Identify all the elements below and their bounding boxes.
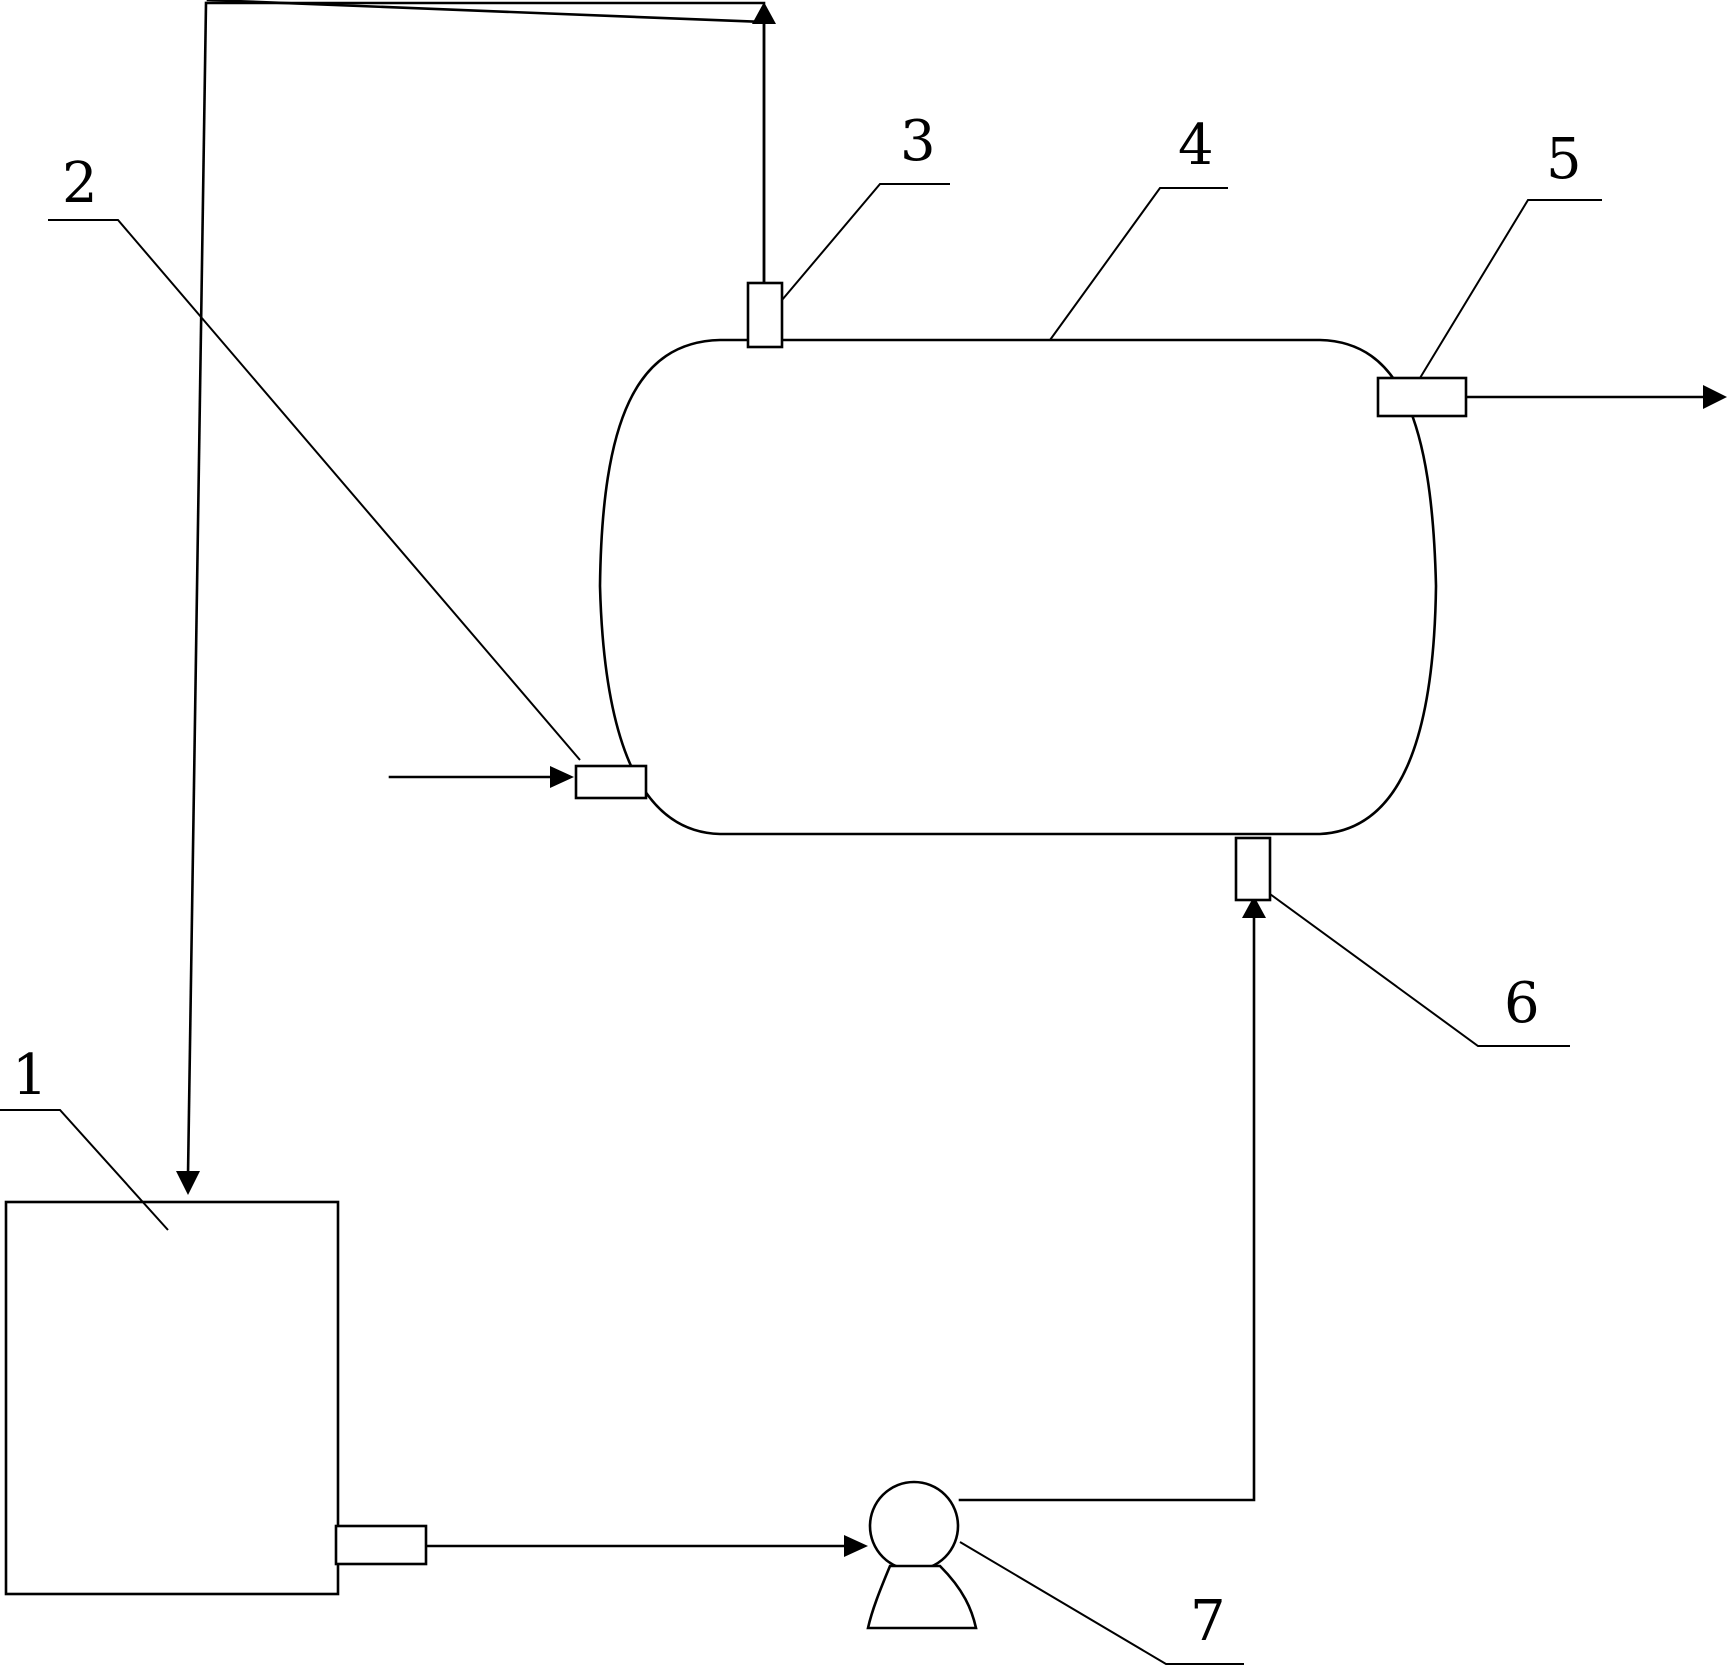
pump-casing xyxy=(868,1480,960,1572)
tank-outlet-nozzle xyxy=(334,1524,428,1566)
port-3-top-nozzle xyxy=(746,281,784,349)
port-2-inlet-nozzle xyxy=(574,764,648,800)
port-6-bottom-nozzle xyxy=(1234,836,1272,902)
arrowhead-up-port6 xyxy=(1242,896,1266,918)
label-5: 5 xyxy=(1546,127,1582,192)
leader-line-3 xyxy=(781,183,950,301)
leader-line-7 xyxy=(959,1541,1244,1665)
pressure-vessel xyxy=(598,338,1438,836)
arrowhead-pump-in xyxy=(844,1535,868,1557)
label-7: 7 xyxy=(1190,1589,1226,1654)
label-2: 2 xyxy=(62,151,98,216)
leader-line-1 xyxy=(0,1109,169,1231)
leader-line-5 xyxy=(1419,199,1602,379)
label-6: 6 xyxy=(1504,971,1540,1036)
leader-line-4 xyxy=(1049,187,1228,341)
label-4: 4 xyxy=(1178,113,1214,178)
label-1: 1 xyxy=(12,1043,48,1108)
top-return-pipe xyxy=(206,0,766,285)
arrowhead-up-top xyxy=(752,2,776,24)
port-5-outlet-nozzle xyxy=(1376,376,1468,418)
storage-tank xyxy=(4,1200,340,1596)
arrowhead-inlet xyxy=(550,766,574,788)
arrowhead-outlet xyxy=(1703,385,1727,409)
arrowhead-down-tank xyxy=(176,1171,200,1195)
label-3: 3 xyxy=(900,109,936,174)
pump-to-vessel-pipe xyxy=(958,912,1256,1502)
pump-base xyxy=(866,1564,978,1630)
leader-line-2 xyxy=(48,219,581,761)
left-downcomer-pipe xyxy=(186,1,208,1177)
leader-line-6 xyxy=(1269,893,1570,1047)
